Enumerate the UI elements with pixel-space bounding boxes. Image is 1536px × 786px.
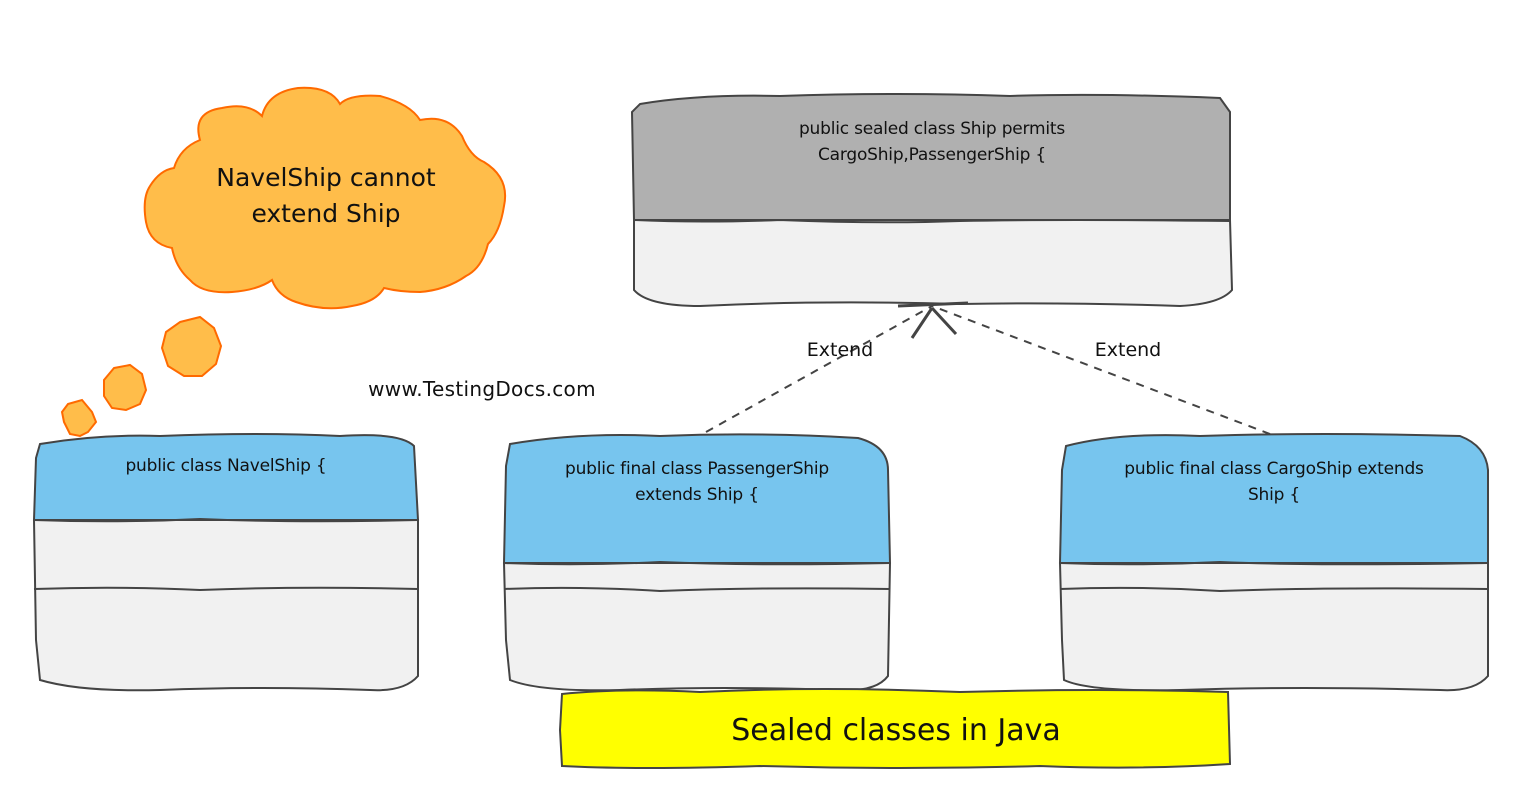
- class-ship-body: [633, 219, 1234, 308]
- class-navel-ship-divider-2: [33, 586, 419, 592]
- arrowhead-base: [897, 301, 969, 308]
- class-ship-title: public sealed class Ship permits CargoSh…: [634, 116, 1230, 169]
- thought-cloud-line-2: extend Ship: [251, 199, 401, 229]
- arrowhead-left-stroke: [910, 307, 934, 339]
- arrowhead-right-stroke: [930, 306, 958, 336]
- class-cargo-ship-header: [1058, 433, 1489, 564]
- class-ship-divider: [633, 218, 1231, 224]
- class-cargo-ship-divider-2: [1059, 586, 1489, 593]
- class-ship[interactable]: [630, 93, 1234, 308]
- class-passenger-ship[interactable]: [502, 433, 892, 692]
- class-navel-ship[interactable]: [32, 433, 420, 692]
- relation-line: [705, 305, 933, 433]
- class-passenger-ship-title-line-2: extends Ship {: [635, 485, 759, 506]
- thought-cloud-text: NavelShip cannot extend Ship: [176, 160, 476, 233]
- inheritance-arrowhead: [897, 301, 969, 339]
- class-passenger-ship-divider-1: [503, 560, 891, 566]
- thought-bubble-medium: [103, 363, 148, 412]
- class-passenger-ship-divider-2: [503, 586, 891, 593]
- class-navel-ship-title: public class NavelShip {: [34, 453, 418, 479]
- thought-cloud: [60, 86, 506, 438]
- class-ship-title-line-2: CargoShip,PassengerShip {: [817, 145, 1047, 166]
- class-navel-ship-header: [32, 433, 420, 521]
- class-cargo-ship[interactable]: [1058, 433, 1489, 692]
- class-cargo-ship-title: public final class CargoShip extends Shi…: [1060, 456, 1488, 509]
- class-cargo-ship-divider-1: [1059, 560, 1489, 566]
- title-banner: [558, 688, 1232, 769]
- watermark-url[interactable]: www.TestingDocs.com: [368, 377, 596, 401]
- relation-label-passenger: Extend: [806, 339, 874, 361]
- class-ship-header: [630, 93, 1231, 221]
- class-passenger-ship-title: public final class PassengerShip extends…: [504, 456, 890, 509]
- thought-bubble-small: [60, 398, 98, 438]
- relation-line: [931, 305, 1271, 435]
- class-passenger-ship-body: [502, 562, 892, 692]
- class-navel-ship-title-line-1: public class NavelShip {: [125, 456, 327, 476]
- class-navel-ship-divider-1: [33, 517, 419, 523]
- class-cargo-ship-body: [1058, 562, 1489, 692]
- relation-cargo-extends-ship[interactable]: [931, 305, 1271, 435]
- class-cargo-ship-title-line-1: public final class CargoShip extends: [1124, 459, 1424, 479]
- class-cargo-ship-title-line-2: Ship {: [1247, 485, 1301, 506]
- title-banner-shape: [558, 688, 1232, 769]
- thought-cloud-shape: [143, 86, 506, 310]
- class-passenger-ship-title-line-1: public final class PassengerShip: [565, 459, 829, 479]
- class-ship-title-line-1: public sealed class Ship permits: [798, 119, 1066, 139]
- thought-cloud-line-1: NavelShip cannot: [216, 163, 436, 192]
- relation-label-cargo: Extend: [1094, 339, 1162, 361]
- class-navel-ship-body: [32, 519, 419, 692]
- relation-passenger-extends-ship[interactable]: [705, 305, 933, 433]
- thought-bubble-large: [160, 315, 223, 377]
- class-passenger-ship-header: [502, 433, 892, 564]
- title-banner-text: Sealed classes in Java: [731, 713, 1061, 748]
